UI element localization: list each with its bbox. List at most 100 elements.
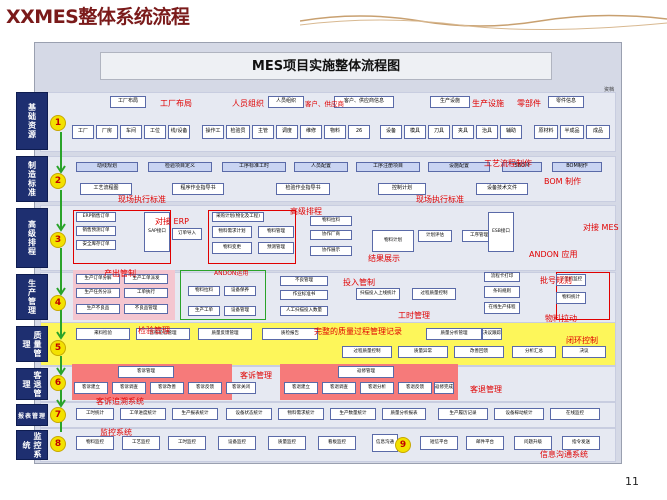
diagram-box: 人工扫描投入数量 [280,306,328,316]
row-label-3: 高级排程 [16,208,48,268]
diagram-box: 条码规则 [484,286,520,298]
row-label-6: 客退管理 [16,368,48,400]
diagram-box: 生产任务分派 [76,288,120,298]
annotation: 客诉追溯系统 [96,397,144,406]
diagram-box: 协作厂商 [310,230,352,240]
diagram-box: 安全库存订单 [76,240,116,250]
diagram-box: 决议 [562,346,606,358]
diagram-box: 模具 [404,125,426,139]
annotation: 工时管理 [398,311,430,320]
diagram-title: MES项目实施整体流程图 [100,52,552,80]
annotation: 对接 MES [583,223,619,232]
row6-group: 客诉管理客诉建立客诉调查客诉改善客诉反馈客诉关闭客退建立客退调查客退分析客退反馈… [72,366,612,400]
diagram-box: 计划评估 [418,230,452,242]
diagram-box: 客诉管理 [118,366,174,378]
diagram-box: 销售预测订单 [76,226,116,236]
annotation: 完整的质量过程管理记录 [314,327,402,336]
row-label-7: 报表管理 [16,404,48,426]
decorative-swirl [300,14,667,31]
diagram-box: 质量异常 [398,346,448,358]
diagram-box: SAP接口 [144,212,170,252]
diagram-box: 动线规划 [76,162,138,172]
page-number: 11 [625,475,639,488]
slide-title: XXMES整体系统流程 [6,6,190,28]
diagram-box: 问题升级 [514,436,552,450]
diagram-box: 指令发送 [562,436,600,450]
diagram-box: 质检报告 [262,328,318,340]
row-label-1: 基础资源 [16,92,48,150]
diagram-box: 客诉调查 [112,382,146,394]
step-number-1: 1 [50,115,66,131]
diagram-box: 决议跟踪 [482,328,502,340]
diagram-box: 作业标准书 [280,290,328,300]
diagram-box: 检验员 [226,125,250,139]
diagram-box: 工位 [144,125,166,139]
diagram-box: 工单执行 [124,288,168,298]
diagram-box: 工时统计 [76,408,114,420]
diagram-box: 来料检验 [76,328,130,340]
diagram-box: 生产履历记录 [438,408,488,420]
diagram-box: 协作展示 [310,246,352,256]
diagram-box: 工艺监控 [122,436,160,450]
diagram-box: 改善回馈 [454,346,504,358]
annotation: 生产设施 [472,99,504,108]
diagram-box: 夹具 [452,125,474,139]
diagram-box: 不良管理 [280,276,328,286]
annotation: 客户、供应商 [305,100,344,108]
diagram-box: 设施配置 [428,162,490,172]
diagram-box: 工厂布局 [110,96,146,108]
diagram-box: 设备保养 [224,286,256,296]
diagram-box: 流程卡打印 [484,272,520,282]
annotation: 投入管制 [343,278,375,287]
diagram-box: 设备稼动统计 [494,408,544,420]
annotation: 信息沟通系统 [540,450,588,459]
diagram-box: ESB接口 [488,212,514,252]
diagram-box: 客诉改善 [150,382,184,394]
diagram-box: 返修完成 [434,382,454,394]
diagram-box: 不良品管理 [124,304,168,314]
diagram-box: 客诉反馈 [188,382,222,394]
annotation: 人员组织 [232,99,264,108]
diagram-box: 检验作业指导书 [276,183,330,195]
diagram-box: 返修管理 [338,366,394,378]
row8-group: 物料监控工艺监控工时监控设备监控质量监控看板监控信息沟通短信平台邮件平台问题升级… [72,434,612,458]
diagram-box: 质量反馈管理 [198,328,252,340]
annotation: BOM 制作 [544,177,582,186]
diagram-box: 客退建立 [284,382,318,394]
annotation: 闭环控制 [566,336,598,345]
diagram-box: 原材料 [534,125,558,139]
diagram-box: 零件信息 [548,96,584,108]
diagram-box: 生产工单派发 [124,274,168,284]
schedule-region [208,210,296,264]
step-number-3: 3 [50,232,66,248]
diagram-box: 刀具 [428,125,450,139]
row-label-4: 生产管理 [16,274,48,320]
diagram-box: 治具 [476,125,498,139]
diagram-box: 客户、供应商信息 [334,96,394,108]
diagram-box: 工序标准工时 [222,162,286,172]
diagram-box: 物料变更 [212,242,252,254]
step-number-7: 7 [50,407,66,423]
diagram-box: 工单进度统计 [120,408,166,420]
diagram-box: 主管 [252,125,274,139]
step-number-4: 4 [50,295,66,311]
step-number-6: 6 [50,375,66,391]
diagram-box: 采购计划(物化及工程) [212,212,264,222]
diagram-box: 线/设备 [168,125,190,139]
diagram-box: 半成品 [560,125,584,139]
annotation: 工艺流程制作 [484,159,532,168]
annotation: ANDON 应用 [529,250,578,259]
diagram-box: 生产数量统计 [330,408,376,420]
annotation: 对接 ERP [155,217,189,226]
diagram-box: 客诉建立 [74,382,108,394]
diagram-box: 过程质量控制 [412,288,456,300]
diagram-box: 车间 [120,125,142,139]
annotation: 现场执行标准 [118,195,166,204]
diagram-box: 检验项目定义 [148,162,212,172]
diagram-box: 成品 [586,125,610,139]
annotation: 工厂布局 [160,99,192,108]
diagram-box: 首检检验管理 [136,328,190,340]
diagram-box: 物料 [324,125,346,139]
